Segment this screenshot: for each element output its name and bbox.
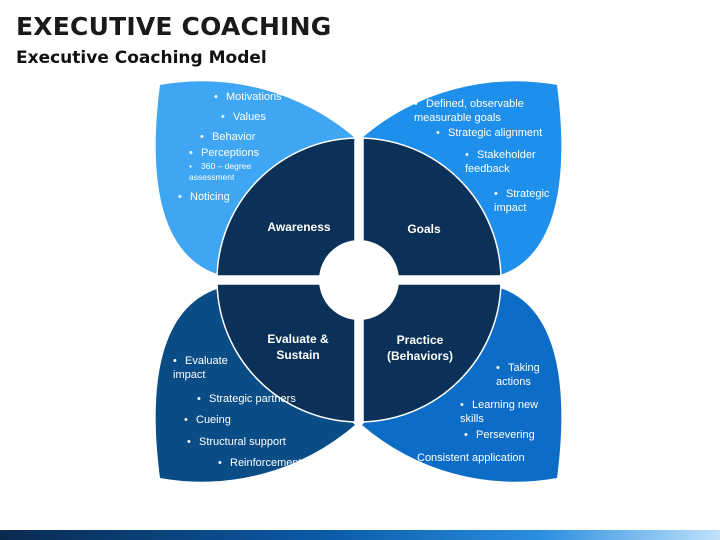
- bullet-item: •Cueing: [184, 414, 231, 426]
- page-title: EXECUTIVE COACHING: [16, 12, 332, 41]
- quadrant-awareness: [216, 137, 356, 277]
- bottom-accent-bar: [0, 530, 720, 540]
- bullet-item: •Defined, observable measurable goals: [414, 98, 524, 124]
- bullet-item: •Learning new skills: [460, 399, 539, 425]
- bullet-item: •Strategic impact: [494, 188, 550, 214]
- quadrant-label-practice: Practice(Behaviors): [386, 333, 454, 363]
- bullet-item: •Evaluate impact: [173, 355, 228, 381]
- center-hub: [319, 240, 399, 320]
- bullet-item: •Strategic partners: [197, 393, 296, 405]
- bullet-item: •Behavior: [200, 131, 256, 143]
- bullet-item: •Structural support: [187, 436, 286, 448]
- quadrant-practice: [362, 283, 502, 423]
- bullet-item: •Reinforcement: [218, 457, 302, 469]
- quadrant-label-goals: Goals: [407, 222, 441, 236]
- petal-goals: [362, 81, 562, 275]
- bullet-item: •Noticing: [178, 191, 230, 203]
- quadrant-evaluate: [216, 283, 356, 423]
- bullet-item: •Taking actions: [496, 362, 540, 388]
- bullet-item: •Consistent application: [405, 452, 525, 464]
- bullet-item: •Persevering: [464, 429, 535, 441]
- quadrant-label-awareness: Awareness: [267, 220, 331, 234]
- bullet-item: •Values: [221, 111, 266, 123]
- quadrant-label-evaluate: Evaluate &Sustain: [267, 332, 329, 362]
- petal-evaluate: [155, 288, 355, 482]
- bullet-item: •360 – degree assessment: [189, 161, 252, 182]
- quadrant-goals: [362, 137, 502, 277]
- bullet-item: •Perceptions: [189, 147, 260, 159]
- petal-practice: [362, 288, 562, 482]
- petal-awareness: [155, 81, 355, 275]
- bullet-item: •Stakeholder feedback: [465, 149, 536, 175]
- bullet-item: •Strategic alignment: [436, 127, 543, 139]
- bullet-item: •Motivations: [214, 91, 282, 103]
- page-subtitle: Executive Coaching Model: [16, 48, 267, 68]
